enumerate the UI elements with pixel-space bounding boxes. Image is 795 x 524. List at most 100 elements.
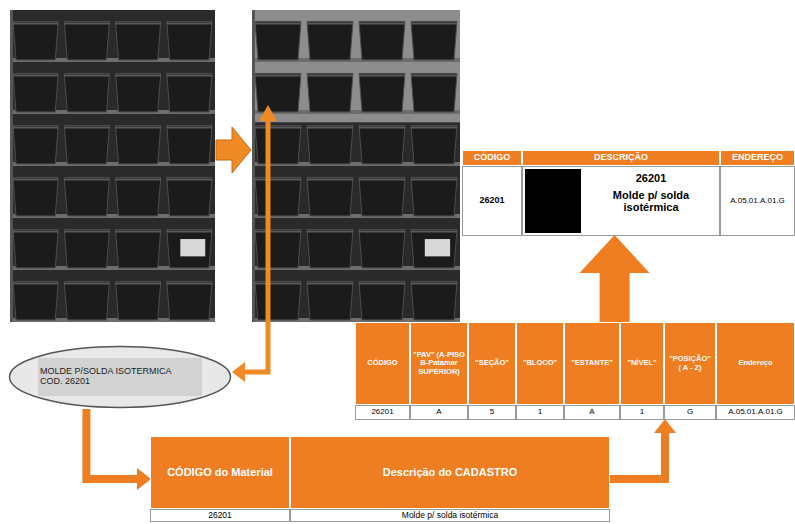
bin-rim <box>411 126 457 128</box>
storage-bin <box>255 21 301 59</box>
storage-bin <box>255 73 301 111</box>
table-cell: "POSIÇÃO" ( A - Z) <box>664 322 716 405</box>
storage-bin <box>116 281 161 319</box>
table-cell: Molde p/ solda isotérmica <box>290 509 610 522</box>
bin-rim <box>307 282 353 284</box>
shelf-post <box>252 10 255 322</box>
bin-label <box>425 239 450 256</box>
photo-ground <box>10 10 215 322</box>
bin-rim <box>307 126 353 128</box>
cell-text: A <box>436 408 441 417</box>
storage-bin <box>64 21 109 59</box>
bin-rim <box>359 282 405 284</box>
bin-rim <box>411 282 457 284</box>
bin-rim <box>411 230 457 232</box>
flow-connector <box>600 273 630 322</box>
bin-rim <box>255 230 301 232</box>
storage-bin <box>411 125 457 163</box>
bin-rim <box>64 126 109 128</box>
storage-bin <box>13 73 58 111</box>
table-cell: "PAV" (A-PISO B-Patamar SUPERIOR) <box>410 322 468 405</box>
cell-text: DESCRIÇÃO <box>594 153 648 163</box>
storage-bin <box>167 281 212 319</box>
cell-text: CÓDIGO <box>474 153 511 163</box>
storage-bin <box>167 21 212 59</box>
storage-bin <box>116 21 161 59</box>
bin-rim <box>116 230 161 232</box>
cell-text: 5 <box>490 408 494 417</box>
bin-rim <box>116 126 161 128</box>
table-cell: CÓDIGO <box>462 150 522 166</box>
table-cell: "SEÇÃO" <box>468 322 516 405</box>
shelf-post <box>10 10 13 322</box>
table-cell: "ESTANTE" <box>564 322 620 405</box>
cell-text: "BLOCO" <box>523 359 557 367</box>
cell-text: 26201 <box>208 511 232 520</box>
storage-bin <box>64 125 109 163</box>
bin-rim <box>116 74 161 76</box>
cell-text: MOLDE P/SOLDA ISOTERMICA COD. 26201 <box>40 367 186 387</box>
storage-bin <box>13 125 58 163</box>
storage-bin <box>411 73 457 111</box>
storage-bin <box>64 229 109 267</box>
bin-rim <box>13 126 58 128</box>
flow-arrow <box>216 127 251 173</box>
bin-rim <box>307 178 353 180</box>
storage-bin <box>255 281 301 319</box>
storage-bin <box>411 21 457 59</box>
storage-bin <box>13 281 58 319</box>
table-cell: A <box>564 405 620 420</box>
cell-text: "POSIÇÃO" ( A - Z) <box>667 355 713 372</box>
table-cell: Molde p/ solda isotérmica <box>584 186 718 216</box>
storage-bin <box>255 229 301 267</box>
table-cell: MOLDE P/SOLDA ISOTERMICA COD. 26201 <box>38 358 202 396</box>
photo-placeholder <box>525 169 581 233</box>
storage-bin <box>167 229 212 267</box>
flow-connector <box>86 409 137 479</box>
bin-rim <box>13 178 58 180</box>
storage-bin <box>255 177 301 215</box>
storage-bin <box>359 125 405 163</box>
table-cell: ENDEREÇO <box>720 150 795 166</box>
storage-bin <box>13 229 58 267</box>
storage-bin <box>359 177 405 215</box>
shelf-photo <box>252 10 460 322</box>
storage-bin <box>307 229 353 267</box>
storage-bin <box>411 177 457 215</box>
label-ellipse: MOLDE P/SOLDA ISOTERMICA COD. 26201 <box>8 345 232 409</box>
table-cell: 5 <box>468 405 516 420</box>
cell-text: "NÍVEL" <box>627 359 656 367</box>
cell-text: "PAV" (A-PISO B-Patamar SUPERIOR) <box>413 351 465 376</box>
storage-bin <box>116 229 161 267</box>
cell-text: 1 <box>640 408 644 417</box>
bin-rim <box>255 22 301 24</box>
bin-rim <box>167 282 212 284</box>
storage-bin <box>359 21 405 59</box>
shelf-post <box>252 10 255 322</box>
table-cell: G <box>664 405 716 420</box>
bin-label <box>180 239 205 256</box>
shelf-post <box>10 10 13 322</box>
link-line <box>242 118 268 372</box>
bin-rim <box>167 178 212 180</box>
table-cell: A <box>410 405 468 420</box>
storage-bin <box>359 281 405 319</box>
bin-rim <box>116 22 161 24</box>
table-cell: Endereço <box>716 322 795 405</box>
address-table: CÓDIGO"PAV" (A-PISO B-Patamar SUPERIOR)"… <box>355 322 795 420</box>
bin-rim <box>116 178 161 180</box>
bin-rim <box>255 74 301 76</box>
photo-ground <box>252 10 460 322</box>
storage-bin <box>13 177 58 215</box>
storage-bin <box>307 281 353 319</box>
cell-text: "ESTANTE" <box>571 359 613 367</box>
arrow-head <box>259 105 277 121</box>
cell-text: 26201 <box>636 172 667 184</box>
storage-bin <box>116 125 161 163</box>
cell-text: Descrição do CADASTRO <box>383 466 517 478</box>
bin-rim <box>64 282 109 284</box>
bin-rim <box>411 178 457 180</box>
bin-rim <box>359 22 405 24</box>
shelf-post <box>252 10 255 322</box>
storage-bin <box>167 73 212 111</box>
